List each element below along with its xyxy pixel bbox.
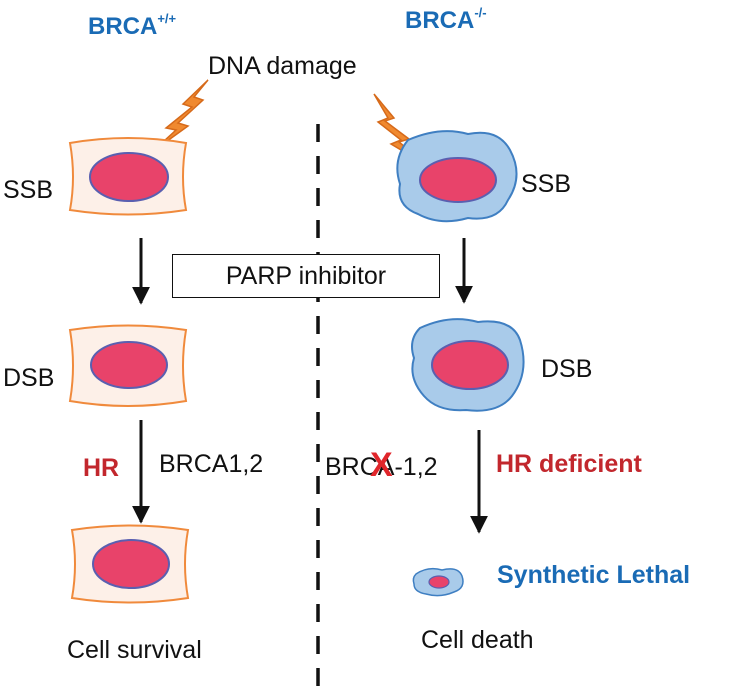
dna-damage-label: DNA damage: [208, 52, 357, 80]
normal-cell-survival: [70, 524, 190, 604]
nucleus: [90, 341, 168, 389]
genotype-right-base: BRCA: [405, 7, 475, 34]
brca-label-right-a: BRC: [325, 453, 378, 481]
nucleus: [419, 157, 497, 203]
parp-inhibitor-box: PARP inhibitor: [172, 254, 440, 298]
cancer-cell-death: [412, 567, 464, 597]
parp-inhibitor-label: PARP inhibitor: [225, 261, 387, 290]
dsb-label-right: DSB: [541, 355, 593, 383]
ssb-label-right: SSB: [521, 170, 572, 198]
cancer-cell-dsb: [411, 318, 525, 412]
genotype-right: BRCA-/-: [405, 6, 487, 33]
ssb-label-left: SSB: [3, 176, 54, 204]
genotype-left: BRCA+/+: [88, 12, 176, 39]
normal-cell-dsb: [68, 324, 188, 407]
genotype-right-sup: -/-: [474, 5, 487, 20]
brca-label-right-b: A-1,2: [377, 453, 438, 481]
normal-cell-ssb: [68, 137, 188, 216]
brca-label-right: BRCA-1,2: [325, 455, 438, 480]
crossed-out-mark: X: [370, 446, 393, 484]
nucleus: [428, 575, 450, 589]
genotype-left-sup: +/+: [157, 11, 177, 26]
dsb-label-left: DSB: [3, 364, 55, 392]
cell-death-label: Cell death: [421, 626, 534, 654]
genotype-left-base: BRCA: [88, 13, 158, 40]
cell-survival-label: Cell survival: [67, 636, 202, 664]
brca-label-left: BRCA1,2: [159, 450, 264, 478]
nucleus: [92, 539, 170, 589]
nucleus: [89, 152, 169, 202]
hr-label-left: HR: [83, 454, 120, 482]
cancer-cell-ssb: [396, 130, 518, 223]
synthetic-lethal-label: Synthetic Lethal: [497, 561, 691, 589]
nucleus: [431, 340, 509, 390]
hr-deficient-label: HR deficient: [496, 450, 642, 478]
